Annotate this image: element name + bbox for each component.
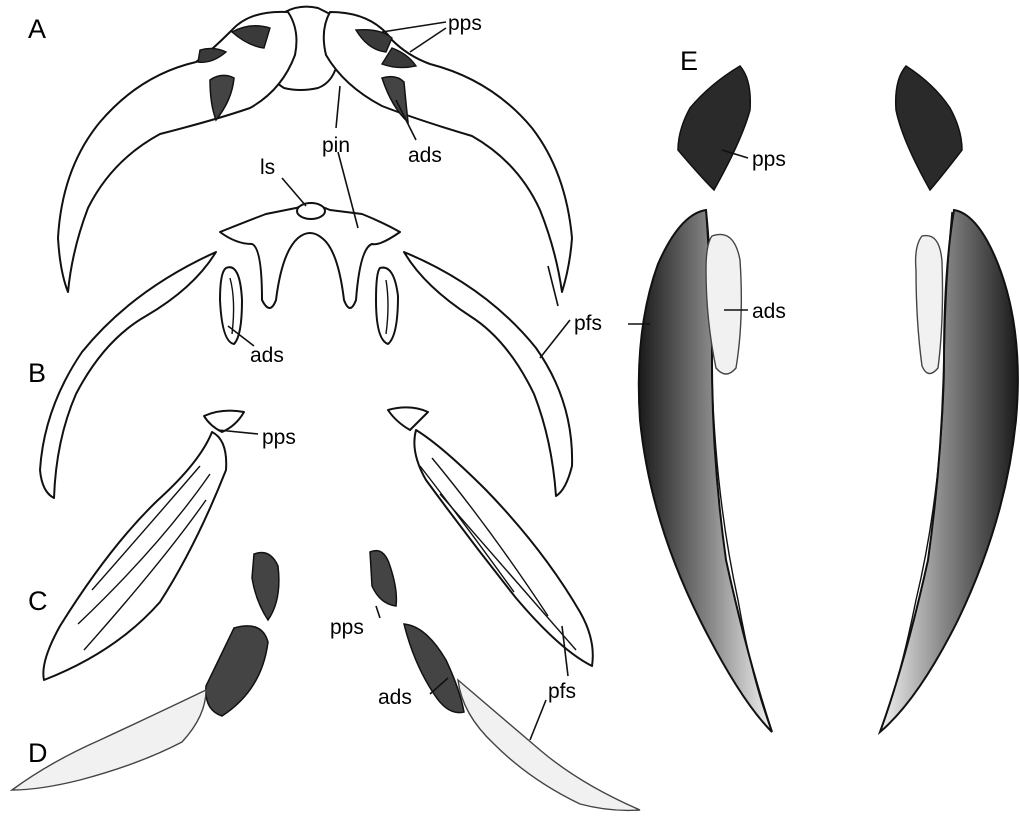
panel-letter-e: E <box>680 46 698 76</box>
ads-fragment-right-d <box>404 624 464 713</box>
label-pin-a: pin <box>322 134 350 157</box>
label-pps-c: pps <box>262 426 296 449</box>
ads-fragment-left-d <box>206 626 268 716</box>
label-pfs-b: pfs <box>574 312 602 335</box>
label-ads-e: ads <box>752 300 786 323</box>
pin-bar <box>220 205 400 308</box>
panel-b <box>40 203 572 498</box>
label-ads-b: ads <box>250 344 284 367</box>
label-ads-a: ads <box>408 144 442 167</box>
label-ads-d: ads <box>378 686 412 709</box>
pfs-spine-right-e <box>880 210 1018 732</box>
pps-fragment-right-d <box>370 551 396 606</box>
pps-fragment-left-d <box>252 553 279 621</box>
label-pps-e: pps <box>752 148 786 171</box>
pps-cap-right-c <box>388 407 428 430</box>
label-pps-a: pps <box>448 12 482 35</box>
label-ls-b: ls <box>260 156 275 179</box>
ads-oval-right-b <box>376 268 398 344</box>
panel-c <box>43 407 592 680</box>
ads-oval-left-b <box>220 267 242 344</box>
pfs-spine-left-e <box>639 210 772 732</box>
panel-letter-c: C <box>28 586 48 616</box>
ls-knob <box>297 203 325 219</box>
pps-cap-left-e <box>678 66 750 190</box>
panel-a <box>58 7 572 292</box>
label-pps-d: pps <box>330 616 364 639</box>
panel-letter-d: D <box>28 738 48 768</box>
ads-oval-right-e <box>916 236 943 374</box>
panel-e <box>639 66 1018 732</box>
pfs-blade-left-c <box>43 432 226 680</box>
panel-letter-a: A <box>28 14 46 44</box>
label-pfs-d: pfs <box>548 680 576 703</box>
pps-cap-right-e <box>896 66 962 190</box>
panel-letter-b: B <box>28 358 46 388</box>
pps-cap-left-c <box>204 411 244 432</box>
